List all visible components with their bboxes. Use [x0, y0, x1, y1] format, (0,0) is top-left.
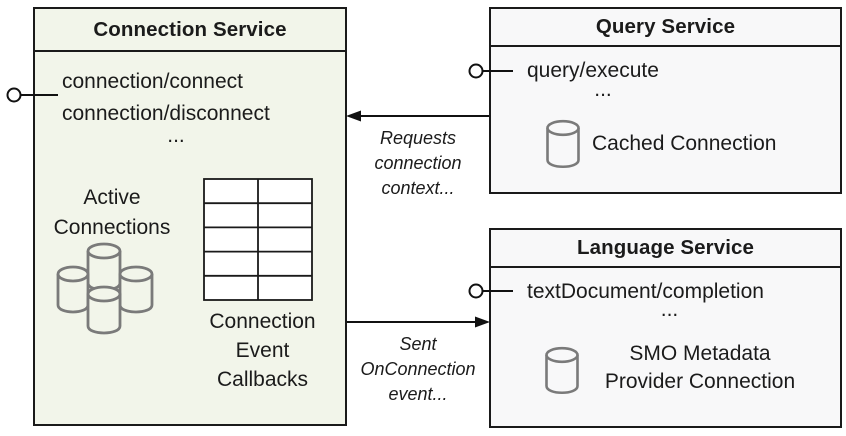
language-service-title: Language Service: [576, 236, 755, 259]
method-query-execute: query/execute: [527, 59, 659, 82]
cached-connection-database-icon: [546, 119, 580, 169]
language-service-header: Language Service: [491, 230, 840, 268]
language-methods-ellipsis: ...: [660, 298, 679, 321]
query-service-title: Query Service: [595, 15, 736, 38]
sent-onconnection-arrow: [347, 316, 490, 328]
connection-methods-ellipsis: ...: [167, 124, 185, 147]
cached-connection-label: Cached Connection: [592, 132, 777, 155]
connection-service-header: Connection Service: [35, 9, 345, 52]
sent-onconnection-event-label: Sent OnConnection event...: [360, 334, 476, 404]
query-service-box: Query Service: [489, 7, 842, 194]
requests-connection-context-label: Requests connection context...: [374, 128, 462, 198]
connection-service-title: Connection Service: [93, 17, 287, 41]
requests-connection-arrow: [346, 110, 489, 122]
language-service-box: Language Service: [489, 228, 842, 428]
connection-methods: connection/connect connection/disconnect: [62, 66, 270, 130]
method-connection-connect: connection/connect: [62, 70, 243, 93]
smo-provider-label: SMO Metadata Provider Connection: [604, 342, 796, 393]
active-connections-label: Active Connections: [53, 186, 171, 239]
callbacks-label: Connection Event Callbacks: [209, 310, 316, 391]
database-cluster-icon: [56, 242, 154, 335]
query-methods-ellipsis: ...: [594, 78, 612, 101]
method-connection-disconnect: connection/disconnect: [62, 102, 270, 125]
method-textdocument-completion: textDocument/completion: [527, 280, 764, 303]
callback-table-icon: [203, 178, 313, 301]
smo-provider-database-icon: [545, 346, 579, 395]
query-service-header: Query Service: [491, 9, 840, 47]
